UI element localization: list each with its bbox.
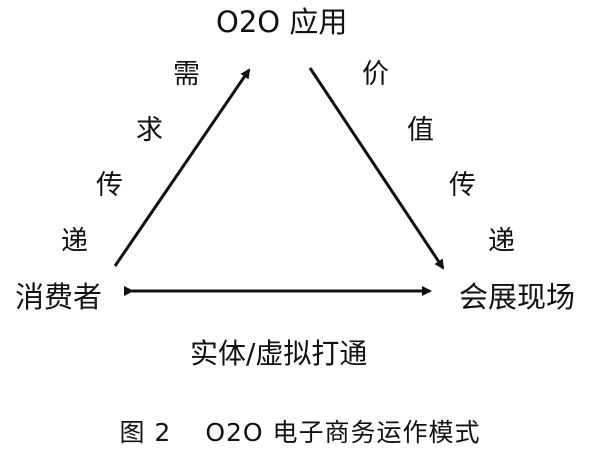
edge-label-value-char: 值 — [407, 115, 434, 146]
node-consumer: 消费者 — [15, 280, 103, 314]
diagram-panel: O2O 应用 消费者 会展现场 需 求 传 递 价 值 传 递 实体/虚拟打通 — [15, 5, 576, 370]
node-exhibition-site: 会展现场 — [459, 280, 576, 314]
figure-caption: 图 2 O2O 电子商务运作模式 — [0, 413, 600, 449]
edge-label-demand-char: 需 — [173, 59, 200, 90]
edge-label-value-char: 传 — [449, 170, 476, 201]
edge-label-demand-char: 传 — [96, 170, 123, 201]
edge-label-value-char: 价 — [362, 59, 389, 90]
figure-number: 图 2 — [119, 418, 172, 447]
diagram-arrows — [113, 67, 445, 296]
node-o2o-app: O2O 应用 — [216, 5, 348, 39]
edge-label-value-char: 递 — [488, 226, 515, 257]
edge-label-demand-char: 递 — [61, 226, 88, 257]
edge-label-demand-char: 求 — [136, 115, 163, 146]
edge-label-bidirectional: 实体/虚拟打通 — [190, 337, 368, 370]
arrow-demand-transfer — [113, 68, 251, 267]
figure-title: O2O 电子商务运作模式 — [205, 418, 481, 447]
arrow-value-transfer — [308, 67, 445, 270]
